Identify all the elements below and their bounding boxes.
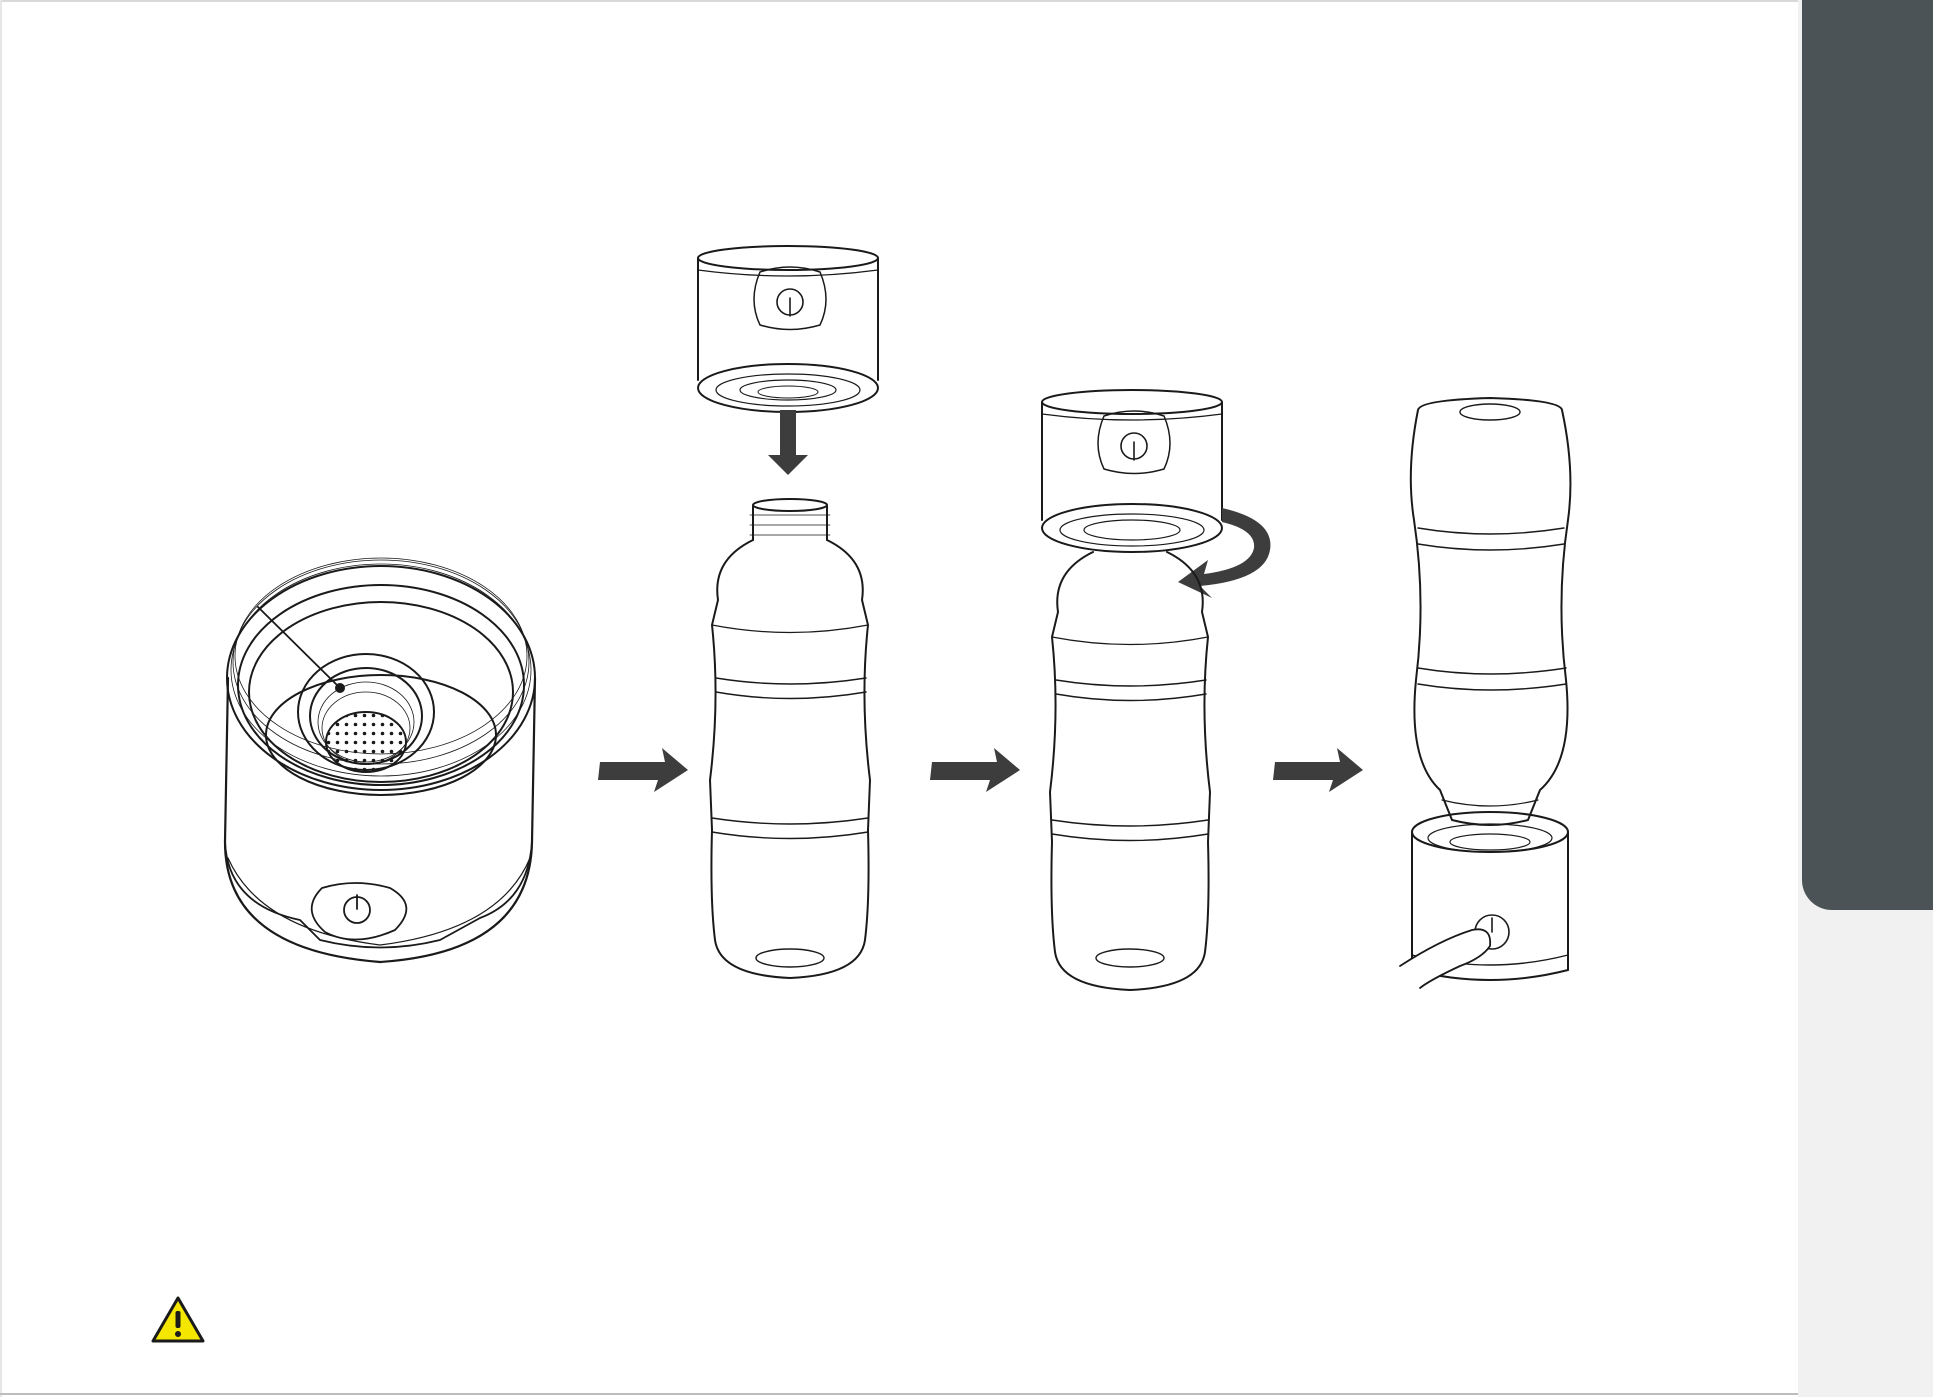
arrow-right-icon: [598, 748, 688, 792]
bottle-with-cap-above: [698, 246, 878, 978]
arrow-right-icon: [1273, 748, 1363, 792]
callout-leader-line: [258, 607, 340, 688]
warning-triangle-icon: [150, 1295, 206, 1345]
generator-base-illustration: [225, 558, 535, 962]
bottle-twisting-cap: [1042, 390, 1270, 990]
section-tab: [1802, 0, 1933, 910]
arrow-right-icon: [930, 748, 1020, 792]
page-bottom-rule: [0, 1393, 1798, 1395]
power-button-shape: [312, 883, 407, 940]
inverted-bottle-press-button: [1400, 398, 1570, 988]
instruction-illustration: [0, 0, 1790, 1390]
